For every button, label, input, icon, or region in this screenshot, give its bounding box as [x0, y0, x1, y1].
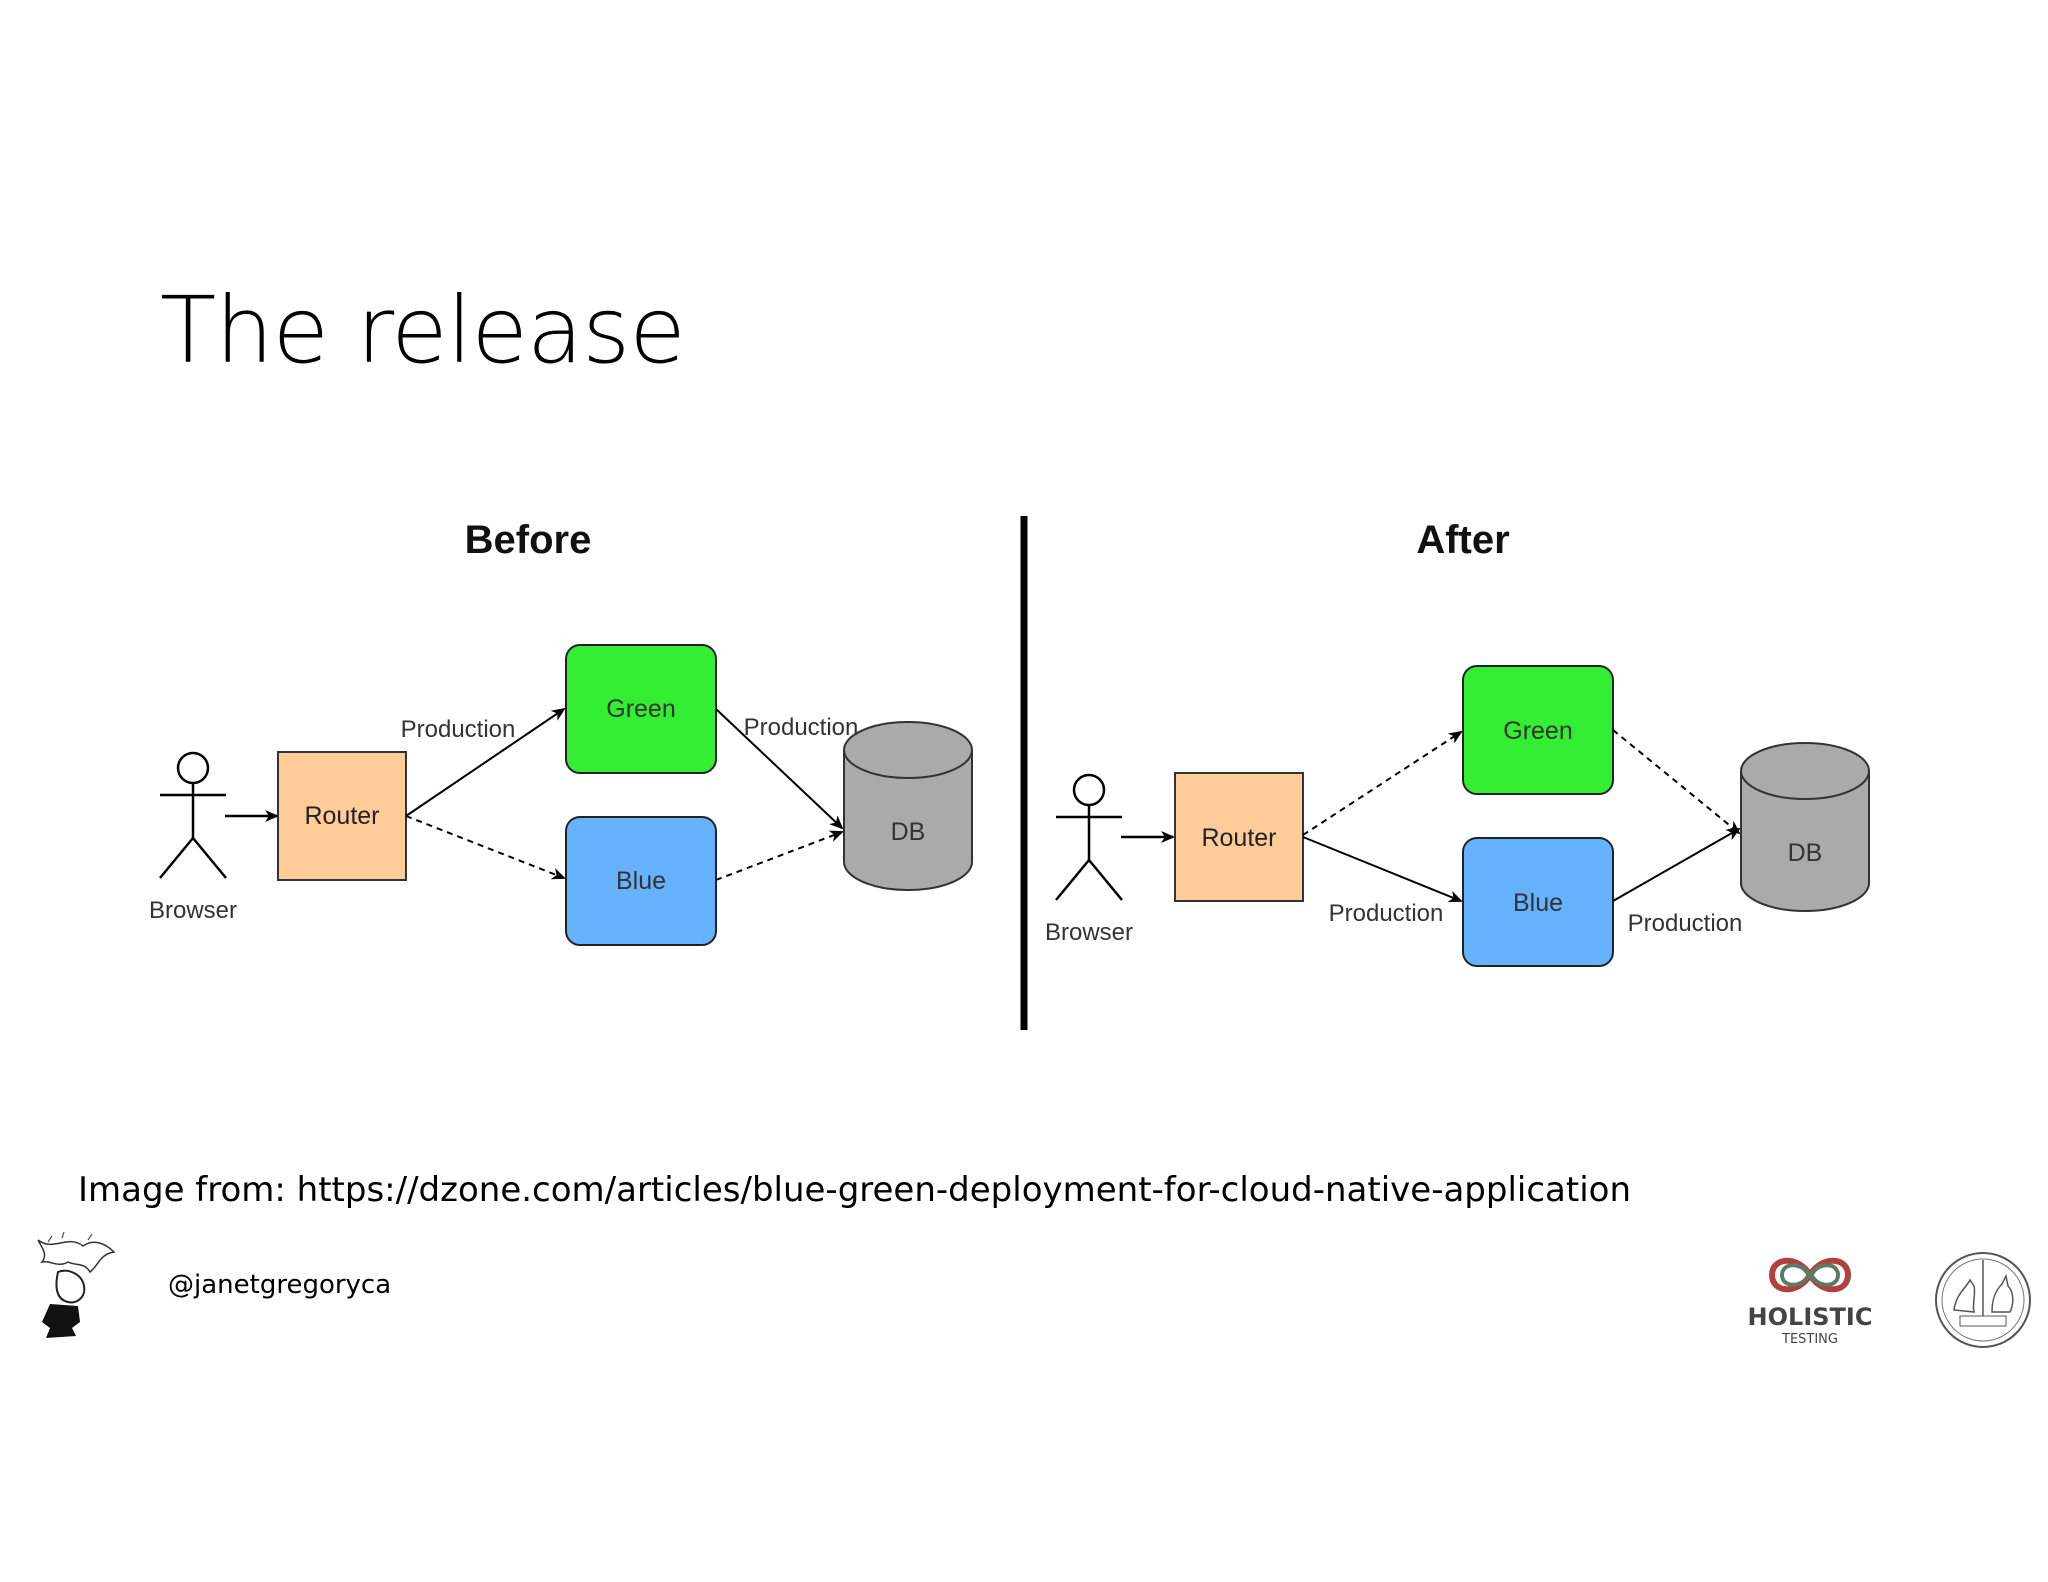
- after-panel: After Browser Router Green Blue DB Produ…: [1045, 518, 1870, 967]
- after-blue-db-label: Production: [1628, 910, 1743, 937]
- agile-testing-fellowship-logo: [1935, 1252, 2031, 1348]
- holistic-logo-subtext: TESTING: [1781, 1332, 1838, 1347]
- before-panel: Before Browser Router Green Blue DB: [149, 518, 973, 946]
- browser-actor-icon: [1055, 773, 1123, 901]
- image-source-caption: Image from: https://dzone.com/articles/b…: [78, 1170, 1632, 1210]
- author-handle: @janetgregoryca: [168, 1270, 392, 1300]
- holistic-logo-text: HOLISTIC: [1748, 1303, 1873, 1331]
- after-router-blue-label: Production: [1329, 900, 1444, 927]
- before-green-db-edge: [715, 708, 844, 830]
- holistic-testing-logo: HOLISTIC TESTING: [1748, 1257, 1873, 1347]
- after-browser-label: Browser: [1045, 919, 1133, 946]
- after-router-label: Router: [1201, 824, 1276, 852]
- after-blue-db-edge: [1612, 828, 1741, 902]
- after-green-label: Green: [1503, 717, 1572, 745]
- before-green-label: Green: [606, 695, 675, 723]
- before-green-db-label: Production: [744, 714, 859, 741]
- after-db-label: DB: [1788, 839, 1823, 867]
- before-db-label: DB: [891, 818, 926, 846]
- before-blue-box: [565, 816, 717, 946]
- author-sketch-logo: [37, 1232, 116, 1338]
- after-blue-box: [1462, 837, 1614, 967]
- slide-title: The release: [160, 277, 686, 384]
- before-router-box: [277, 751, 407, 881]
- after-heading: After: [1416, 518, 1509, 562]
- before-blue-label: Blue: [616, 867, 666, 895]
- after-blue-label: Blue: [1513, 889, 1563, 917]
- before-router-green-label: Production: [401, 716, 516, 743]
- before-router-green-edge: [405, 707, 566, 817]
- before-blue-db-edge: [715, 830, 844, 881]
- before-db-cylinder: [843, 721, 973, 891]
- after-db-cylinder: [1740, 742, 1870, 912]
- before-router-label: Router: [304, 802, 379, 830]
- browser-actor-icon: [159, 751, 227, 879]
- before-browser-label: Browser: [149, 897, 237, 924]
- before-router-blue-edge: [405, 815, 566, 880]
- after-router-blue-edge: [1302, 836, 1463, 903]
- after-green-db-edge: [1612, 729, 1741, 835]
- after-router-green-edge: [1302, 730, 1463, 836]
- before-heading: Before: [465, 518, 592, 562]
